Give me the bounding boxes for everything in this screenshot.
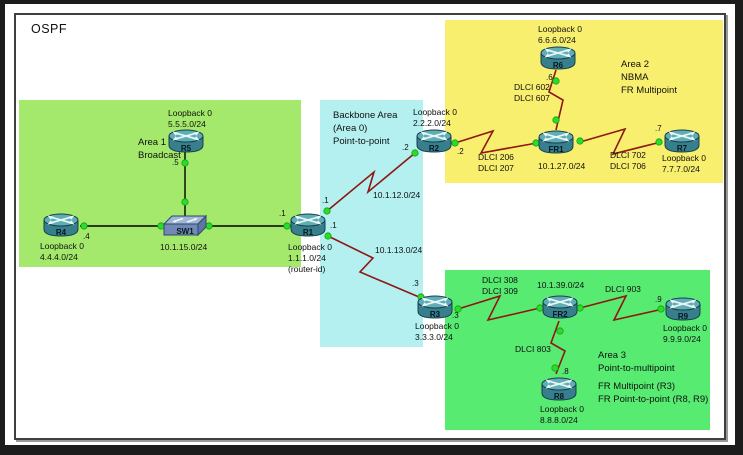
if-r2-to-r1: .2 — [402, 143, 409, 152]
r1-loopback-title: Loopback 0 — [288, 242, 332, 252]
dlci-706: DLCI 706 — [610, 161, 646, 171]
r5-loopback-net: 5.5.5.0/24 — [168, 119, 206, 129]
area2-name: Area 2 — [621, 59, 649, 70]
if-r6: .6 — [546, 73, 553, 82]
link-fr2-r8[interactable] — [550, 320, 566, 375]
r1-r2-network-label: 10.1.12.0/24 — [373, 190, 421, 200]
r4-loopback-net: 4.4.4.0/24 — [40, 252, 78, 262]
dlci-207: DLCI 207 — [478, 163, 514, 173]
node-fr1-label: FR1 — [548, 145, 564, 154]
area0-region — [320, 100, 423, 347]
node-sw1[interactable]: SW1 — [163, 214, 207, 238]
if-r1-lan: .1 — [279, 209, 286, 218]
dlci-903: DLCI 903 — [605, 284, 641, 294]
node-r7-label: R7 — [676, 144, 688, 153]
r1-r3-network-label: 10.1.13.0/24 — [375, 245, 423, 255]
dlci-803: DLCI 803 — [515, 344, 551, 354]
node-r1-label: R1 — [302, 228, 314, 237]
node-fr1[interactable]: FR1 — [537, 129, 575, 155]
r6-loopback-net: 6.6.6.0/24 — [538, 35, 576, 45]
area3-note2: FR Point-to-point (R8, R9) — [598, 394, 709, 405]
node-r6[interactable]: R6 — [539, 45, 577, 71]
node-r4-label: R4 — [55, 228, 67, 237]
node-r7[interactable]: R7 — [663, 128, 701, 154]
if-r9: .9 — [655, 295, 662, 304]
node-fr2[interactable]: FR2 — [541, 294, 579, 320]
dlci-702: DLCI 702 — [610, 150, 646, 160]
area1-region — [19, 100, 301, 267]
if-r8: .8 — [562, 367, 569, 376]
node-r3[interactable]: R3 — [416, 294, 454, 320]
r3-loopback-title: Loopback 0 — [415, 321, 459, 331]
if-r7: .7 — [655, 124, 662, 133]
area1-mode: Broadcast — [138, 150, 181, 161]
r8-loopback-net: 8.8.8.0/24 — [540, 415, 578, 425]
link-r1-r3[interactable] — [327, 235, 420, 298]
node-r8-label: R8 — [553, 392, 565, 401]
lan-network-label: 10.1.15.0/24 — [160, 242, 208, 252]
r1-loopback-net: 1.1.1.0/24 — [288, 253, 326, 263]
fr2-network-label: 10.1.39.0/24 — [537, 280, 585, 290]
r7-loopback-title: Loopback 0 — [662, 153, 706, 163]
node-r2[interactable]: R2 — [415, 128, 453, 154]
diagram-title: OSPF — [31, 22, 68, 36]
r9-loopback-title: Loopback 0 — [663, 323, 707, 333]
link-r3-fr2[interactable] — [457, 294, 541, 322]
area3-name: Area 3 — [598, 350, 626, 361]
r5-loopback-title: Loopback 0 — [168, 108, 212, 118]
r4-loopback-title: Loopback 0 — [40, 241, 84, 251]
dlci-309: DLCI 309 — [482, 286, 518, 296]
if-r4: .4 — [83, 232, 90, 241]
node-r2-label: R2 — [428, 144, 440, 153]
link-fr1-r7[interactable] — [579, 127, 662, 156]
dlci-206: DLCI 206 — [478, 152, 514, 162]
if-r3-to-r1: .3 — [412, 279, 419, 288]
dlci-602: DLCI 602 — [514, 82, 550, 92]
node-sw1-label: SW1 — [176, 227, 194, 236]
fr1-network-label: 10.1.27.0/24 — [538, 161, 586, 171]
area0-name: Backbone Area — [333, 110, 398, 121]
node-r9-label: R9 — [677, 312, 689, 321]
area2-mode2: FR Multipoint — [621, 85, 677, 96]
r6-loopback-title: Loopback 0 — [538, 24, 582, 34]
area3-region — [445, 270, 710, 430]
area3-note1: FR Multipoint (R3) — [598, 381, 676, 392]
if-r1-to-r3: .1 — [330, 221, 337, 230]
if-r2-to-fr1: .2 — [457, 147, 464, 156]
r8-loopback-title: Loopback 0 — [540, 404, 584, 414]
r7-loopback-net: 7.7.7.0/24 — [662, 164, 700, 174]
r2-loopback-title: Loopback 0 — [413, 107, 457, 117]
area2-mode: NBMA — [621, 72, 649, 83]
area1-name: Area 1 — [138, 137, 166, 148]
node-r1[interactable]: R1 — [289, 212, 327, 238]
area0-mode: Point-to-point — [333, 136, 390, 147]
area2-region — [445, 20, 723, 183]
if-r5: .5 — [172, 158, 179, 167]
if-r1-to-r2: .1 — [322, 196, 329, 205]
node-r8[interactable]: R8 — [540, 376, 578, 402]
node-r4[interactable]: R4 — [42, 212, 80, 238]
node-r5-label: R5 — [180, 144, 192, 153]
area3-mode: Point-to-multipoint — [598, 363, 675, 374]
node-r6-label: R6 — [552, 61, 564, 70]
node-r3-label: R3 — [429, 310, 441, 319]
node-r9[interactable]: R9 — [664, 296, 702, 322]
r1-router-id-note: (router-id) — [288, 264, 326, 274]
node-fr2-label: FR2 — [552, 310, 568, 319]
r9-loopback-net: 9.9.9.0/24 — [663, 334, 701, 344]
link-r2-fr1[interactable] — [454, 129, 538, 155]
if-r3-to-fr2: .3 — [452, 311, 459, 320]
node-r5[interactable]: R5 — [167, 128, 205, 154]
r3-loopback-net: 3.3.3.0/24 — [415, 332, 453, 342]
area0-id: (Area 0) — [333, 123, 368, 134]
link-fr2-r9[interactable] — [579, 294, 664, 322]
dlci-607: DLCI 607 — [514, 93, 550, 103]
link-r1-r2[interactable] — [326, 152, 416, 212]
r2-loopback-net: 2.2.2.0/24 — [413, 118, 451, 128]
dlci-308: DLCI 308 — [482, 275, 518, 285]
